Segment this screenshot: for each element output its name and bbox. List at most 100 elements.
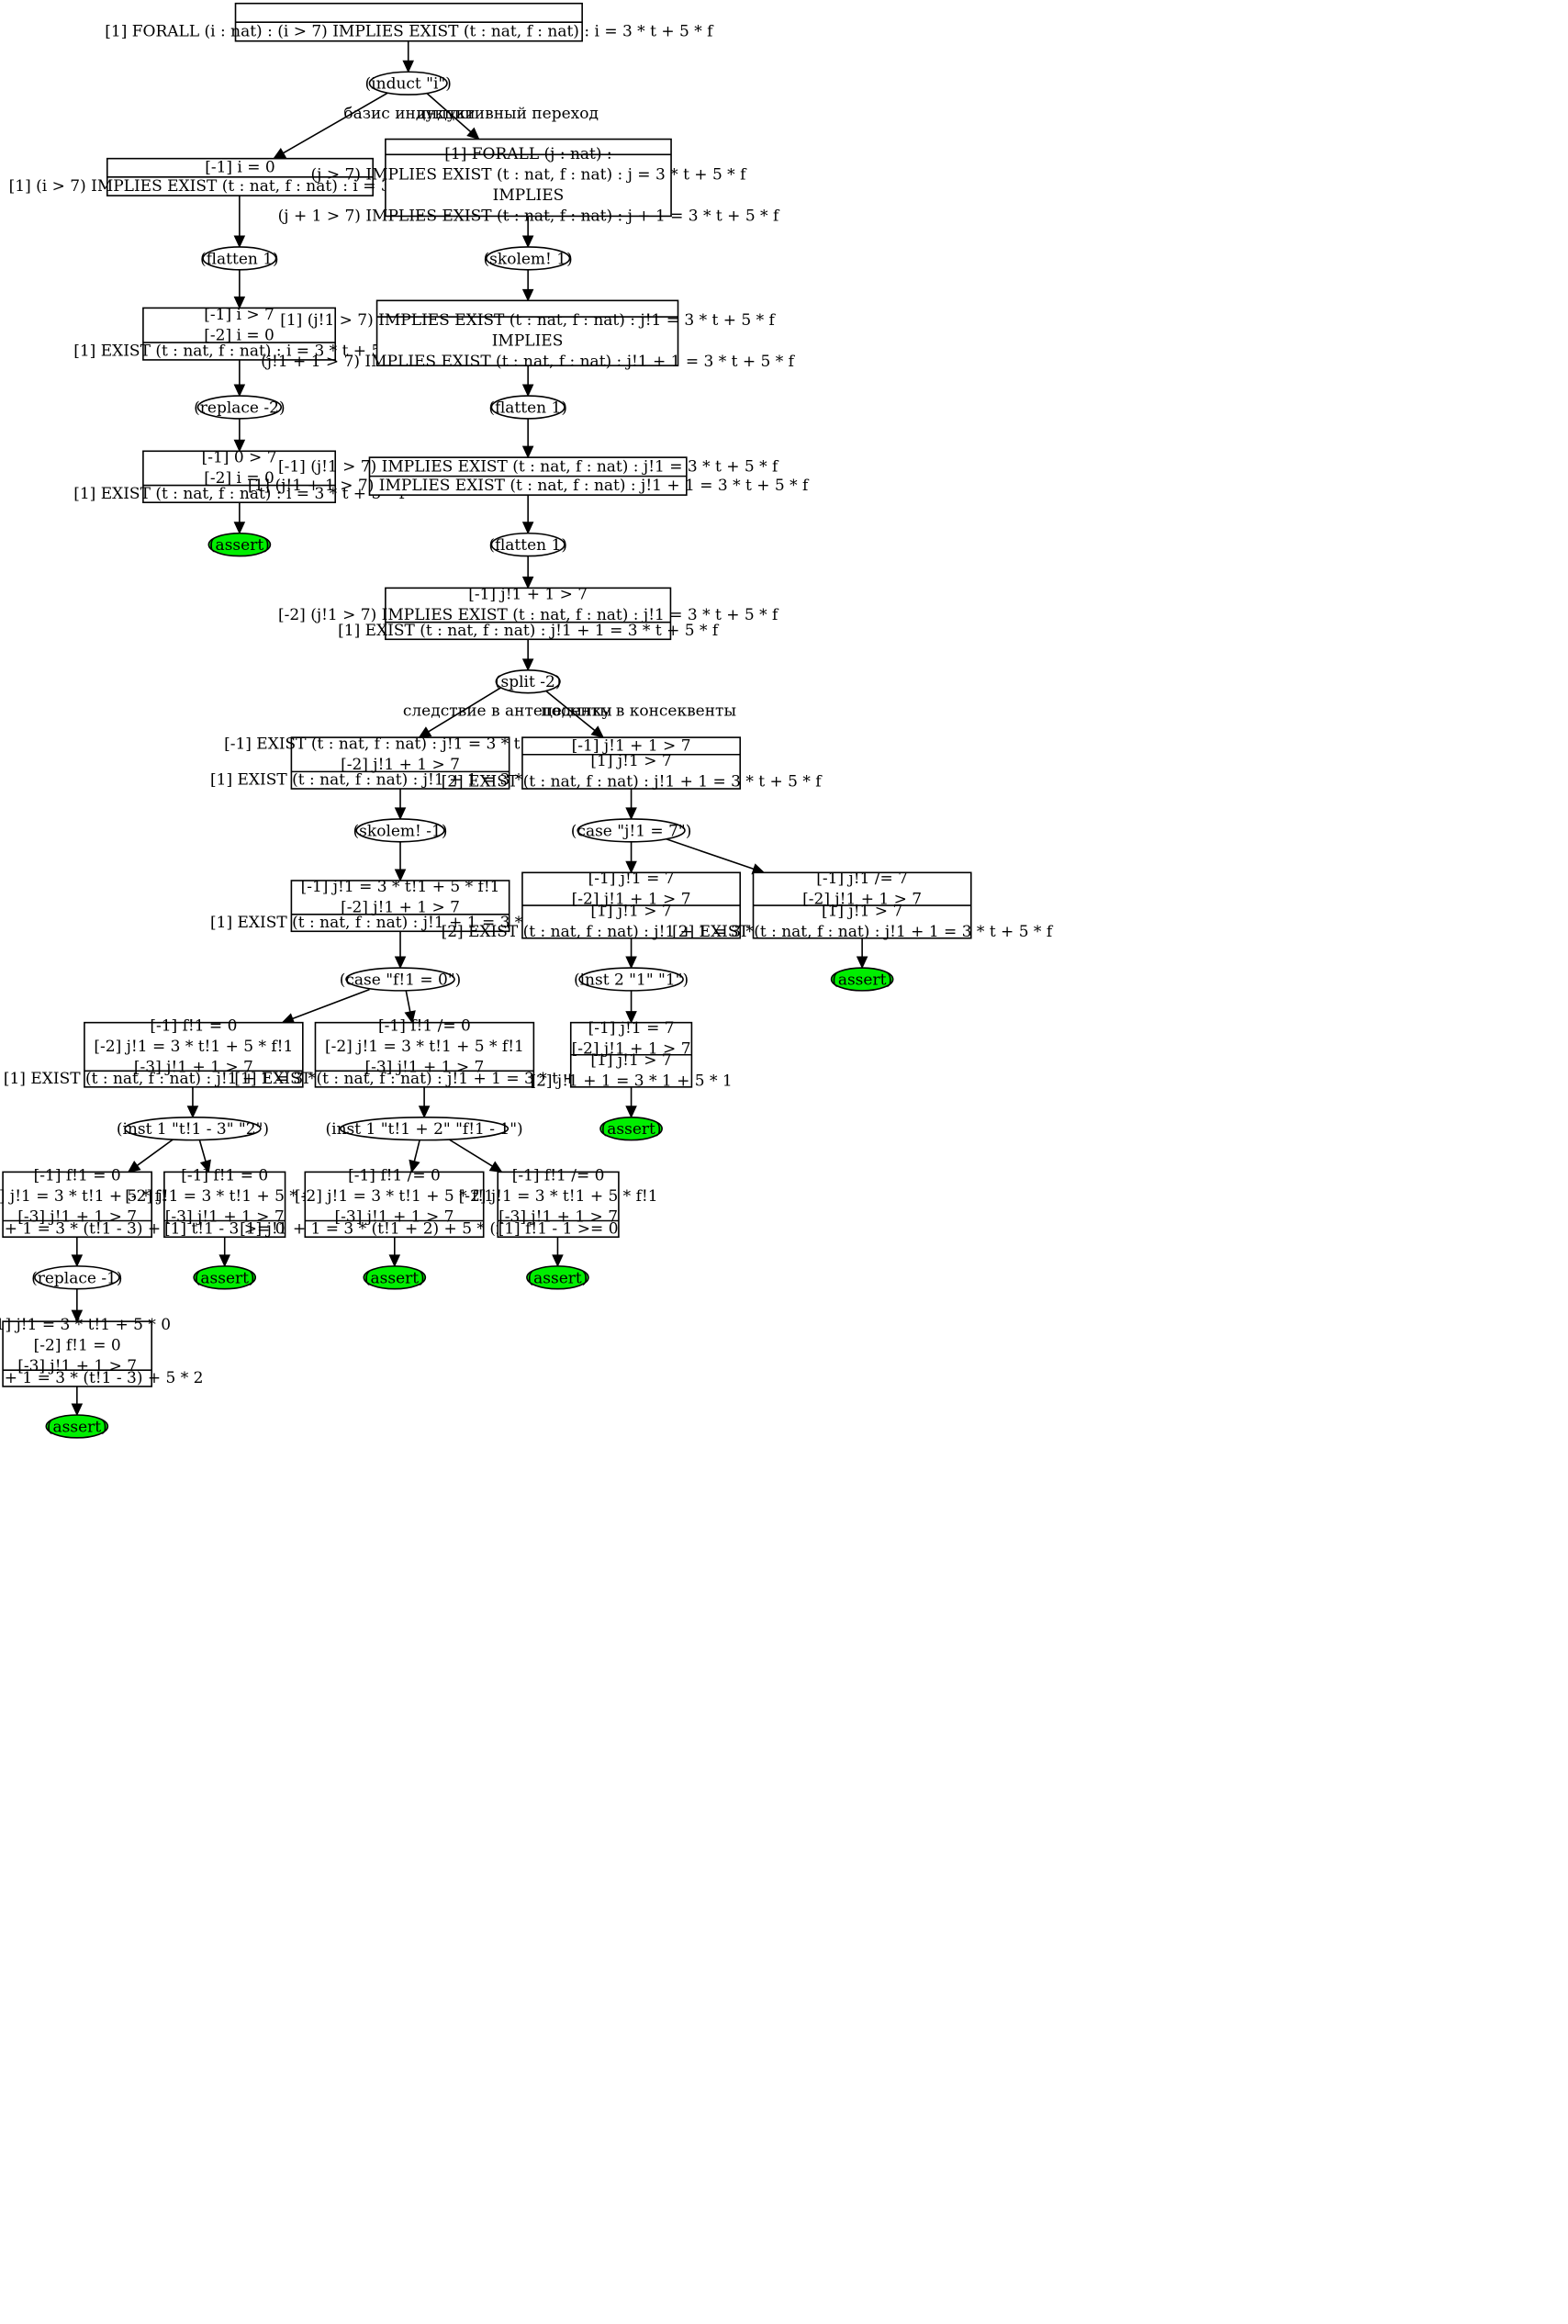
arrowhead [233,296,246,309]
succedent-formula: [2] j!1 + 1 = 3 * 1 + 5 * 1 [530,1072,732,1091]
arrowhead [71,1309,84,1323]
arrowhead [521,658,534,672]
edge-r7-s9 [545,690,605,738]
sequent-node-s5: [-1] 0 > 7[-2] i = 0[1] EXIST (t : nat, … [73,449,407,504]
rule-ellipse [577,818,686,843]
arrowhead [856,956,868,970]
succedent-formula: [1] (i > 7) IMPLIES EXIST (t : nat, f : … [9,177,473,196]
edge-r10-s13 [281,988,370,1025]
rule-label: (assert) [47,1418,107,1436]
sequent-node-s0: [1] FORALL (i : nat) : (i > 7) IMPLIES E… [105,2,714,42]
arrowhead [466,127,480,140]
arrowhead [521,288,534,302]
sequent-box [142,450,337,504]
closed-rule-node-r20: (assert) [526,1265,589,1290]
antecedent-formula: [-2] j!1 + 1 > 7 [572,890,691,908]
sequent-box [314,1021,535,1088]
rule-node-r14: (inst 1 "t!1 + 2" "f!1 - 1") [326,1116,523,1141]
sequent-node-s19: [-1] f!1 /= 0[-2] j!1 = 3 * t!1 + 5 * f!… [459,1166,658,1238]
arrowhead [404,1010,416,1024]
rule-node-r4: (flatten 1) [488,395,567,420]
edge-label: индуктивный переход [417,105,599,123]
arrowhead [625,1011,637,1024]
edge-s5-r5 [233,502,246,534]
antecedent-formula: [-1] f!1 = 0 [34,1166,121,1184]
rule-label: (assert) [364,1269,425,1287]
rule-ellipse [490,395,566,420]
edge-s1-r1 [233,196,246,249]
antecedent-formula: [-1] 0 > 7 [202,449,277,467]
edge-r2-s4 [521,269,534,302]
sequent-node-s4: [1] (j!1 > 7) IMPLIES EXIST (t : nat, f … [261,299,796,371]
rule-node-r16: (replace -1) [31,1265,123,1290]
sequent-node-s10: [-1] j!1 = 3 * t!1 + 5 * f!1 [-2] j!1 + 1… [210,878,592,933]
rule-node-r11: (inst 2 "1" "1") [574,967,689,992]
sequent-node-s6: [-1] (j!1 > 7) IMPLIES EXIST (t : nat, f… [248,456,810,496]
sequent-node-s14: [-1] f!1 /= 0[-2] j!1 = 3 * t!1 + 5 * f!… [234,1016,616,1088]
antecedent-formula: [-1] f!1 = 0 [181,1166,268,1184]
sequent-node-s13: [-1] f!1 = 0[-2] j!1 = 3 * t!1 + 5 * f!1… [4,1016,386,1088]
arrowhead [418,1106,431,1118]
antecedent-formula: [-2] j!1 + 1 > 7 [341,756,460,774]
edge-line [198,1140,207,1162]
edge-r4-s6 [521,418,534,459]
edge-s4-r4 [521,365,534,398]
edge-r3-s5 [233,418,246,453]
rule-label: (flatten 1) [488,536,567,555]
succedent-formula: IMPLIES [493,186,565,205]
antecedent-formula: [-2] j!1 = 3 * t!1 + 5 * f!1 [125,1187,324,1206]
rule-node-r7: (split -2) [495,669,561,694]
antecedent-formula: [-2] j!1 + 1 > 7 [341,899,460,917]
arrowhead [127,1160,141,1173]
edge-s14-r14 [418,1086,431,1118]
succedent-formula: [1] EXIST (t : nat, f : nat) : i = 3 * t… [73,342,406,360]
succedent-formula: [1] EXIST (t : nat, f : nat) : j!1 + 1 =… [234,1070,616,1088]
rule-ellipse [196,395,283,420]
succedent-formula: [1] EXIST (t : nat, f : nat) : j!1 + 1 =… [210,771,592,790]
arrowhead [625,860,637,874]
succedent-formula: [2] EXIST (t : nat, f : nat) : j!1 + 1 =… [442,773,823,792]
arrowhead [394,807,407,821]
succedent-formula: (j!1 + 1 > 7) IMPLIES EXIST (t : nat, f … [261,353,796,371]
rule-label: (flatten 1) [200,250,279,268]
rule-ellipse [490,532,566,557]
antecedent-formula: [-2] i = 0 [204,326,274,344]
arrowhead [71,1254,84,1268]
edge-label: посылку в консеквенты [541,702,736,721]
closed-rule-node-r17: (assert) [45,1414,109,1439]
antecedent-formula: [-2] f!1 = 0 [34,1337,121,1355]
edge-line [426,92,472,133]
sequent-box [521,736,742,790]
rule-ellipse [495,669,561,694]
sequent-box [375,299,679,366]
rule-node-r3: (replace -2) [194,395,286,420]
succedent-formula: [1] (j!1 > 7) IMPLIES EXIST (t : nat, f … [280,311,776,330]
succedent-formula: [1] j!1 > 7 [590,903,671,921]
arrowhead [521,522,534,534]
sequent-node-s7: [-1] j!1 + 1 > 7[-2] (j!1 > 7) IMPLIES E… [278,586,779,641]
antecedent-formula: [-1] f!1 = 0 [150,1016,237,1035]
rule-ellipse [45,1414,109,1439]
edge-s9-r9 [625,789,637,821]
rule-ellipse [363,1265,427,1290]
arrowhead [409,1159,420,1173]
edge-s11-r11 [625,937,637,970]
antecedent-formula: [-1] j!1 = 7 [588,1019,675,1038]
sequent-node-s11: [-1] j!1 = 7[-2] j!1 + 1 > 7[1] j!1 > 7[… [442,870,823,941]
edge-line [662,836,755,870]
edge-s7-r7 [521,639,534,672]
antecedent-formula: [-1] j!1 = 3 * t!1 + 5 * f!1 [301,878,500,896]
sequent-node-s8: [-1] EXIST (t : nat, f : nat) : j!1 = 3 … [210,735,592,790]
antecedent-formula: [-1] EXIST (t : nat, f : nat) : j!1 = 3 … [224,735,578,753]
antecedent-formula: [-3] j!1 + 1 > 7 [17,1207,137,1226]
arrowhead [394,869,407,882]
rule-label: (assert) [601,1120,662,1139]
antecedent-formula: [-1] f!1 /= 0 [378,1016,471,1035]
arrowhead [488,1161,503,1173]
closed-rule-node-r5: (assert) [207,532,272,557]
arrowhead [521,384,534,398]
rule-label: (replace -1) [31,1269,122,1287]
antecedent-formula: [-3] j!1 + 1 > 7 [335,1207,454,1226]
antecedent-formula: [-2] (j!1 > 7) IMPLIES EXIST (t : nat, f… [278,606,779,624]
edge-r16-s20 [71,1288,84,1323]
